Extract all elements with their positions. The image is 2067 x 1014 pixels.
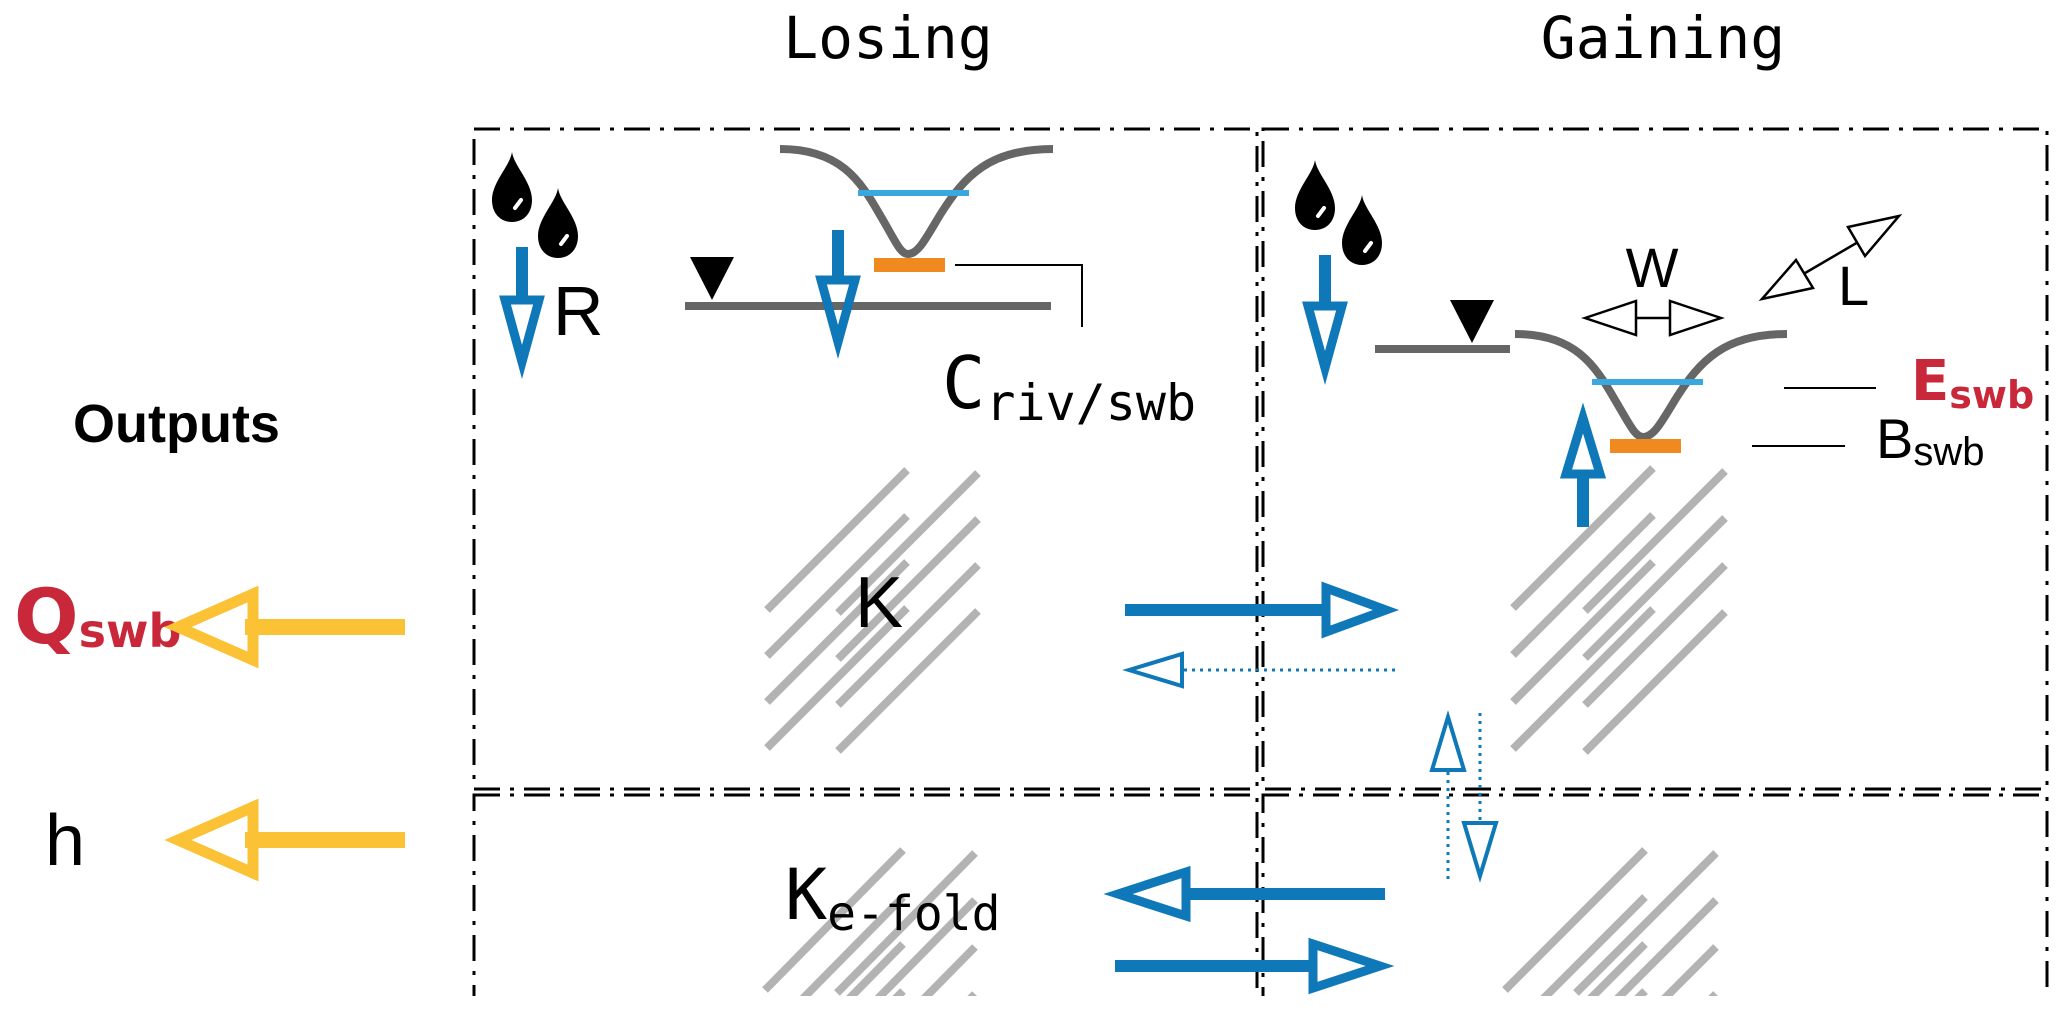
seepage-arrow-icon: [815, 230, 861, 360]
aquifer-hatch-losing-lower: [762, 847, 978, 996]
hatch-line: [835, 516, 981, 662]
hatch-line: [1582, 609, 1728, 755]
hatch-line: [764, 559, 910, 705]
hatch-line: [834, 850, 978, 996]
output-h-arrow-icon: [164, 798, 405, 882]
panel-losing-surface: [472, 127, 1259, 791]
hatch-line: [1510, 559, 1656, 705]
hatch-line: [835, 470, 981, 616]
hatch-line: [1614, 897, 1719, 996]
baseflow-arrow-icon: [1559, 402, 1607, 527]
hatch-line: [1587, 941, 1648, 996]
vertical-exchange-up-arrow-icon: [1429, 710, 1467, 880]
length-label: L: [1838, 254, 1869, 317]
streambed-layer: [874, 258, 945, 272]
conductance-label: Criv/swb: [942, 341, 1196, 432]
bottom-subscript: swb: [1913, 430, 1984, 474]
vertical-exchange-down-arrow-icon: [1461, 713, 1499, 883]
hatch-line: [921, 944, 978, 996]
panel-gaining-surface: [1261, 127, 2049, 791]
hatch-line: [1582, 468, 1728, 614]
output-h: h: [45, 798, 405, 882]
column-title-losing: Losing: [783, 4, 993, 72]
recharge-label: R: [553, 272, 604, 350]
aquifer-hatch-gaining-lower: [1502, 847, 1719, 996]
output-qswb-subscript: swb: [79, 604, 182, 658]
recharge-arrow-icon: [499, 247, 545, 380]
aquifer-hatch-losing-upper: [764, 467, 981, 754]
efold-subscript: e-fold: [827, 886, 1000, 942]
hatch-line: [764, 605, 910, 751]
hatch-line: [835, 562, 981, 708]
panel-boxes: [472, 127, 2049, 996]
panel-gaining-deep: [1261, 793, 2049, 996]
recharge-arrow-icon: [1302, 255, 1348, 386]
hatch-line: [1540, 894, 1648, 996]
rain-drops-icon: [492, 152, 578, 260]
output-qswb: Qswb: [14, 572, 405, 669]
efold-symbol: K: [785, 854, 827, 936]
column-title-gaining: Gaining: [1541, 4, 1785, 72]
panel-losing-deep: [472, 793, 1259, 996]
output-h-label: h: [45, 801, 85, 881]
output-qswb-label: Qswb: [14, 572, 181, 661]
elevation-label: Eswb: [1911, 349, 2034, 417]
width-arrow-icon: [1581, 299, 1725, 337]
hatch-line: [1582, 562, 1728, 708]
hatch-line: [1582, 515, 1728, 661]
hatch-line: [1510, 465, 1656, 611]
hatch-line: [1510, 606, 1656, 752]
hatch-line: [1510, 512, 1656, 658]
rain-drops-icon: [1295, 160, 1382, 267]
elevation-symbol: E: [1911, 349, 1949, 414]
hatch-line: [1708, 991, 1718, 996]
bottom-label: Bswb: [1876, 407, 1985, 474]
bottom-symbol: B: [1876, 407, 1913, 470]
efold-label: Ke-fold: [785, 854, 1001, 942]
conductance-symbol: C: [942, 341, 985, 425]
channel-profile: [1514, 330, 1788, 442]
hatch-line: [1573, 850, 1719, 996]
hatch-line: [764, 467, 910, 613]
hatch-line: [835, 608, 981, 754]
deep-lateral-arrow-icon: [1115, 937, 1395, 995]
elevation-subscript: swb: [1949, 373, 2034, 417]
conductance-leader-line: [955, 264, 1083, 327]
hatch-line: [764, 513, 910, 659]
water-table-triangle-icon: [1450, 300, 1494, 343]
conductance-subscript: riv/swb: [985, 374, 1196, 432]
output-qswb-symbol: Q: [14, 572, 79, 661]
channel-profile: [779, 145, 1054, 259]
width-label: W: [1626, 236, 1679, 299]
length-arrow-icon: [1758, 214, 1903, 302]
aquifer-hatch-gaining-upper: [1510, 465, 1728, 755]
water-table-triangle-icon: [690, 257, 734, 300]
streambed-layer: [1610, 439, 1681, 453]
hatch-line: [762, 847, 906, 993]
hydraulic-conductivity-label: K: [855, 563, 903, 643]
outputs-heading: Outputs: [73, 394, 280, 454]
hatch-line: [846, 941, 906, 996]
hatch-line: [1661, 944, 1719, 996]
hatch-line: [1502, 847, 1648, 993]
hatch-line: [799, 894, 906, 996]
lateral-flow-arrow-icon: [1125, 581, 1400, 639]
output-qswb-arrow-icon: [164, 585, 405, 669]
return-flow-dotted-arrow-icon: [1122, 651, 1395, 689]
hatch-line: [874, 897, 978, 996]
deep-return-arrow-icon: [1103, 865, 1385, 923]
hatch-line: [967, 991, 978, 996]
